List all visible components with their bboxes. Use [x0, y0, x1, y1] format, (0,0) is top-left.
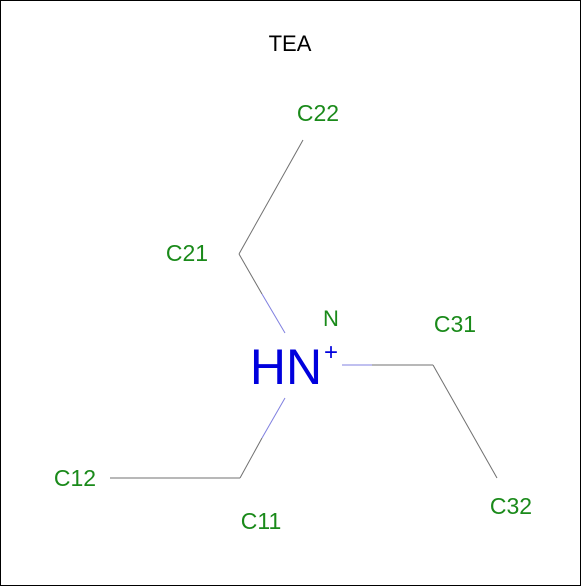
bond-n-c11-n-half	[261, 397, 286, 439]
charge-plus: +	[324, 339, 338, 366]
atom-label-c12: C12	[54, 465, 96, 491]
bond-n-c11-c-half	[239, 437, 263, 479]
bond-n-c21-c-half	[238, 253, 263, 295]
molecule-title: TEA	[269, 31, 312, 56]
atom-label-c11: C11	[241, 508, 282, 534]
bond-c21-c22	[238, 139, 304, 255]
bond-c31-c32	[432, 364, 498, 479]
atom-symbol-hn: HN	[250, 339, 322, 395]
atom-label-n-name: N	[323, 306, 339, 331]
atom-label-c22: C22	[297, 100, 339, 126]
atom-label-c31: C31	[434, 311, 476, 337]
bond-n-c21-n-half	[261, 293, 286, 334]
atom-label-c21: C21	[166, 240, 208, 266]
atom-label-c32: C32	[490, 493, 532, 519]
